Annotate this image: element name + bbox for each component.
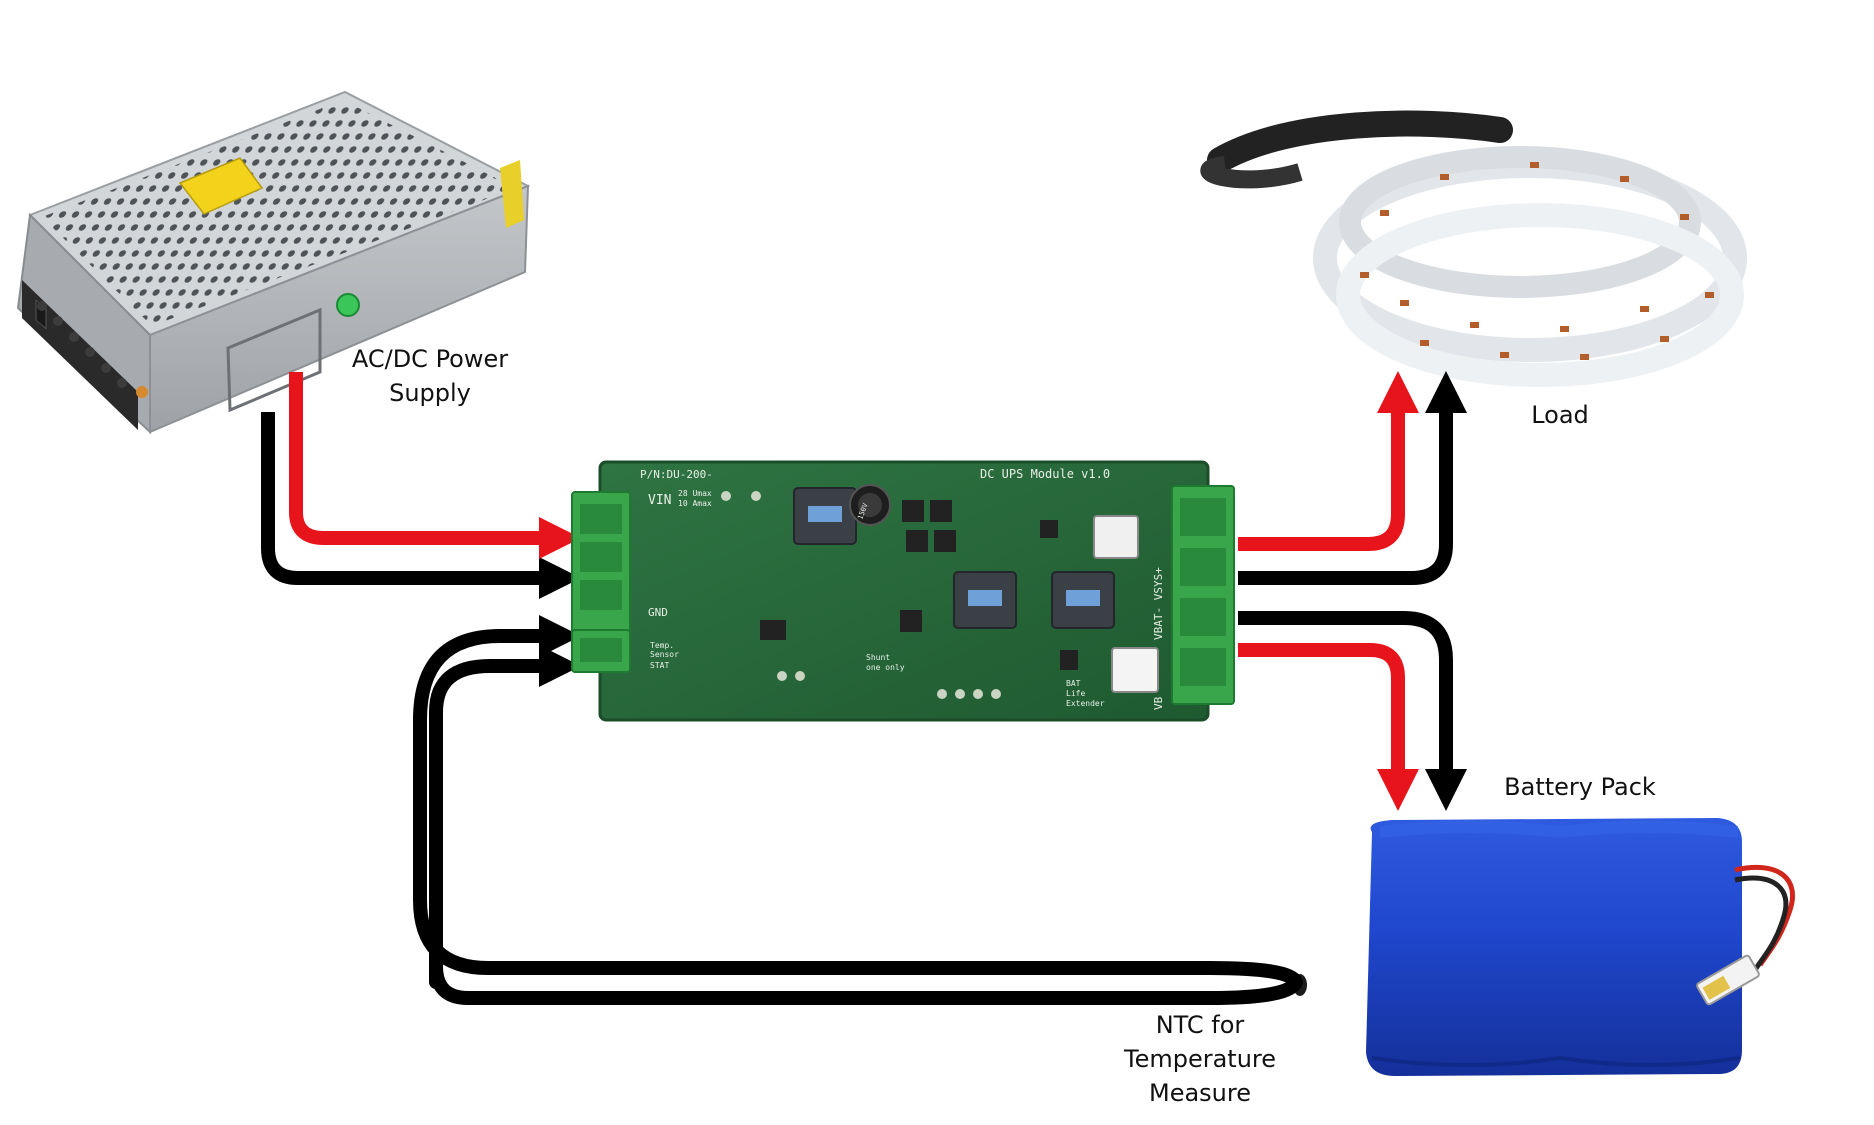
- board-vin-label: VIN: [648, 493, 671, 508]
- wire-battery-negative: [1238, 611, 1467, 811]
- battery-pack-label-text: Battery Pack: [1504, 773, 1656, 801]
- led-strip-load-image: [1200, 110, 1747, 387]
- ntc-label: NTC for Temperature Measure: [1095, 1008, 1305, 1110]
- wire-battery-positive: [1238, 643, 1419, 811]
- wire-psu-positive: [289, 372, 581, 559]
- board-stat-label: STAT: [650, 661, 669, 670]
- board-temp-label-1: Temp.: [650, 641, 674, 650]
- ntc-label-line2: Temperature: [1123, 1045, 1277, 1073]
- board-life-ext-3: Extender: [1066, 699, 1105, 708]
- board-vin-spec-1: 28 Umax: [678, 489, 712, 498]
- battery-pack-label: Battery Pack: [1470, 770, 1690, 804]
- board-temp-label-2: Sensor: [650, 650, 679, 659]
- wire-ntc-outer: [413, 615, 1096, 975]
- load-label-text: Load: [1531, 401, 1589, 429]
- ntc-label-line3: Measure: [1149, 1079, 1251, 1107]
- board-life-ext-2: Life: [1066, 689, 1085, 698]
- board-vin-spec-2: 10 Amax: [678, 499, 712, 508]
- power-supply-label-line2: Supply: [389, 379, 471, 407]
- battery-pack-image: [1366, 818, 1796, 1076]
- ntc-label-line1: NTC for: [1155, 1011, 1245, 1039]
- wire-load-positive: [1238, 371, 1419, 551]
- board-shunt-label-1: Shunt: [866, 653, 890, 662]
- ac-dc-power-supply-image: [16, 90, 531, 435]
- board-vsys-label: VBAT- VSYS+: [1152, 567, 1165, 640]
- wire-ntc-inner: [429, 645, 1096, 1005]
- board-part-number: P/N:DU-200-: [640, 468, 713, 481]
- wire-psu-negative: [261, 412, 581, 599]
- wire-load-negative: [1238, 371, 1467, 585]
- board-life-ext-1: BAT: [1066, 679, 1081, 688]
- board-vbat-label: VB: [1152, 696, 1165, 710]
- board-title: DC UPS Module v1.0: [980, 467, 1110, 481]
- power-supply-label-line1: AC/DC Power: [351, 345, 509, 373]
- board-gnd-label: GND: [648, 606, 668, 619]
- load-label: Load: [1500, 398, 1620, 432]
- power-supply-label: AC/DC Power Supply: [320, 342, 540, 410]
- board-shunt-label-2: one only: [866, 663, 905, 672]
- dc-ups-module-board: P/N:DU-200- DC UPS Module v1.0 VIN 28 Um…: [571, 460, 1235, 722]
- wiring: [261, 371, 1467, 1005]
